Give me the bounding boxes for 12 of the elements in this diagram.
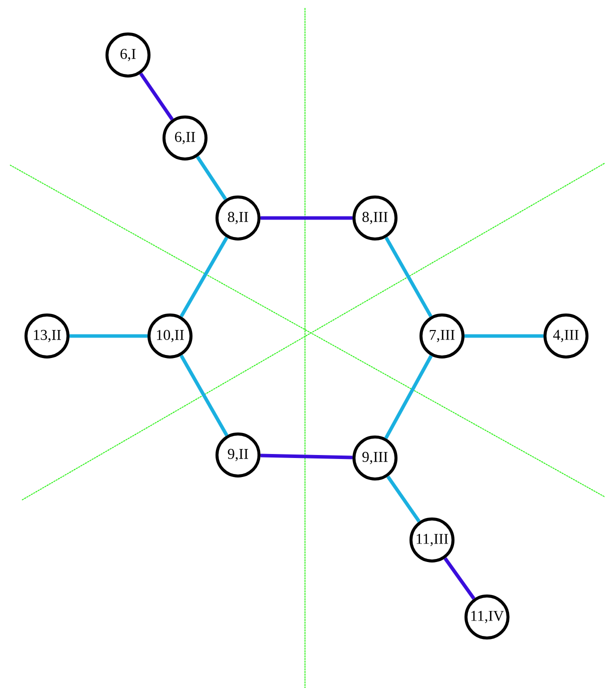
edge-line bbox=[196, 156, 228, 200]
edge-line bbox=[139, 72, 174, 120]
edge-line bbox=[70, 334, 148, 338]
edge-line bbox=[180, 354, 228, 436]
edge-line bbox=[384, 236, 432, 318]
edge-line bbox=[260, 216, 352, 220]
edge-line bbox=[386, 475, 421, 523]
edge-line bbox=[444, 557, 476, 600]
edge-line bbox=[260, 454, 353, 460]
edge-line bbox=[464, 334, 544, 338]
edge-line bbox=[180, 236, 228, 318]
edge-line bbox=[384, 354, 433, 440]
